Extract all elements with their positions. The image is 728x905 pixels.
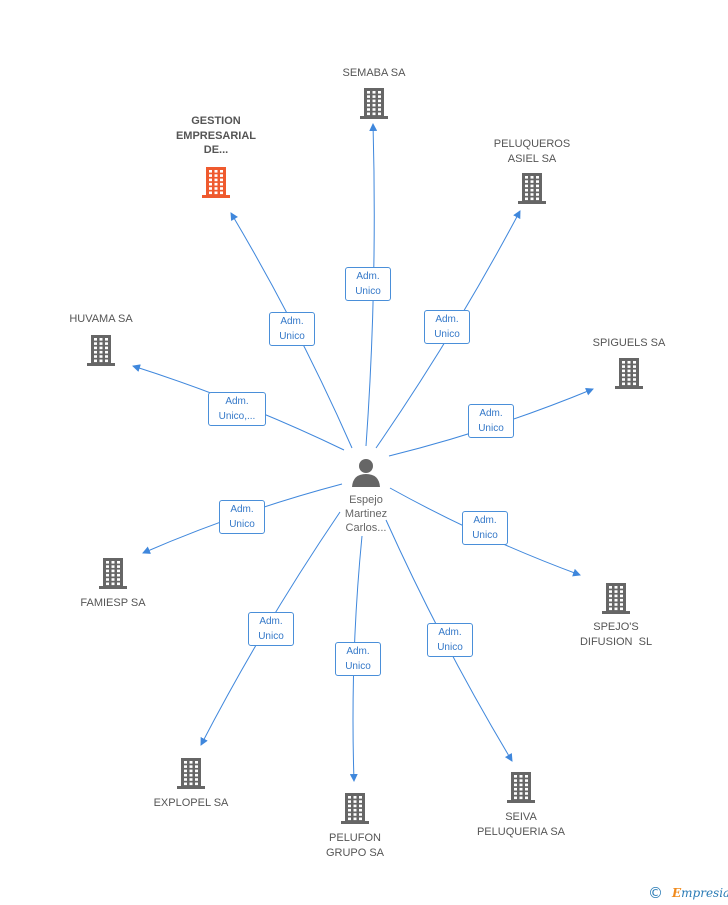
role-label-line: Unico [279,331,305,342]
role-label-line: Unico [434,329,460,340]
role-label-explopel[interactable]: Adm. Unico [248,612,294,646]
company-label-spiguels[interactable]: SPIGUELS SA [559,336,699,351]
role-label-spejos[interactable]: Adm. Unico [462,511,508,545]
building-icon[interactable] [341,793,369,824]
building-icon[interactable] [507,772,535,803]
role-label-line: Unico [345,661,371,672]
company-label-famiesp[interactable]: FAMIESP SA [43,596,183,611]
company-label-line: EXPLOPEL SA [153,797,229,809]
company-label-line: PELUFON [329,832,381,844]
role-label-line: Adm. [280,316,304,327]
company-label-pelufon[interactable]: PELUFON GRUPO SA [285,831,425,860]
company-label-huvama[interactable]: HUVAMA SA [31,312,171,327]
role-label-line: Unico [355,286,381,297]
role-label-line: Unico [258,631,284,642]
building-icon[interactable] [87,335,115,366]
role-label-gestion[interactable]: Adm. Unico [269,312,315,346]
company-label-line: SPEJO'S [593,621,639,633]
role-label-huvama[interactable]: Adm. Unico,... [208,392,266,426]
role-label-line: Adm. [479,408,503,419]
building-icon[interactable] [177,758,205,789]
company-label-line: EMPRESARIAL [175,129,257,142]
role-label-famiesp[interactable]: Adm. Unico [219,500,265,534]
company-label-semaba[interactable]: SEMABA SA [304,66,444,81]
company-label-gestion[interactable]: GESTION EMPRESARIAL DE... [146,114,286,158]
building-icon[interactable] [202,167,230,198]
brand-name: mpresia [681,886,728,900]
company-label-line: GRUPO SA [325,846,385,859]
company-label-line: SPIGUELS SA [592,337,666,349]
company-label-peluqueros[interactable]: PELUQUEROS ASIEL SA [462,137,602,166]
role-label-line: Unico [472,530,498,541]
role-label-peluqueros[interactable]: Adm. Unico [424,310,470,344]
empresia-logo[interactable]: Empresia [672,886,728,900]
role-label-line: Adm. [346,646,370,657]
building-icon[interactable] [99,558,127,589]
building-icon[interactable] [518,173,546,204]
role-label-pelufon[interactable]: Adm. Unico [335,642,381,676]
role-label-line: Adm. [473,515,497,526]
company-label-line: HUVAMA SA [69,313,133,325]
role-label-line: Unico [478,423,504,434]
role-label-line: Adm. [435,314,459,325]
role-label-line: Adm. [230,504,254,515]
role-label-line: Adm. [356,271,380,282]
edges-layer [132,123,594,782]
role-label-semaba[interactable]: Adm. Unico [345,267,391,301]
company-label-line: SEMABA SA [342,67,406,79]
building-icon[interactable] [360,88,388,119]
person-label-line: Espejo [349,494,383,506]
brand-initial: E [672,886,682,900]
role-label-line: Unico [437,642,463,653]
role-label-line: Adm. [225,396,249,407]
person-label-line: Carlos... [345,522,387,534]
company-label-explopel[interactable]: EXPLOPEL SA [121,796,261,811]
company-label-line: ASIEL SA [507,152,557,165]
company-label-seiva[interactable]: SEIVA PELUQUERIA SA [451,810,591,839]
company-label-line: FAMIESP SA [80,597,146,609]
company-label-line: PELUQUEROS [493,138,571,150]
person-label-line: Martinez [344,508,388,520]
company-label-spejos[interactable]: SPEJO'S DIFUSION SL [546,620,686,649]
company-label-line: DE... [203,144,229,156]
building-icon[interactable] [602,583,630,614]
copyright-icon: © [648,884,663,902]
role-label-line: Adm. [438,627,462,638]
company-label-line: GESTION [191,115,241,127]
role-label-line: Unico [229,519,255,530]
company-label-line: PELUQUERIA SA [476,825,566,838]
role-label-line: Unico,... [218,411,256,422]
company-label-line: DIFUSION SL [579,635,653,648]
role-label-line: Adm. [259,616,283,627]
person-icon[interactable] [352,459,380,487]
company-label-line: SEIVA [505,811,537,823]
building-icon[interactable] [615,358,643,389]
role-label-spiguels[interactable]: Adm. Unico [468,404,514,438]
icons-layer [87,88,643,824]
role-label-seiva[interactable]: Adm. Unico [427,623,473,657]
